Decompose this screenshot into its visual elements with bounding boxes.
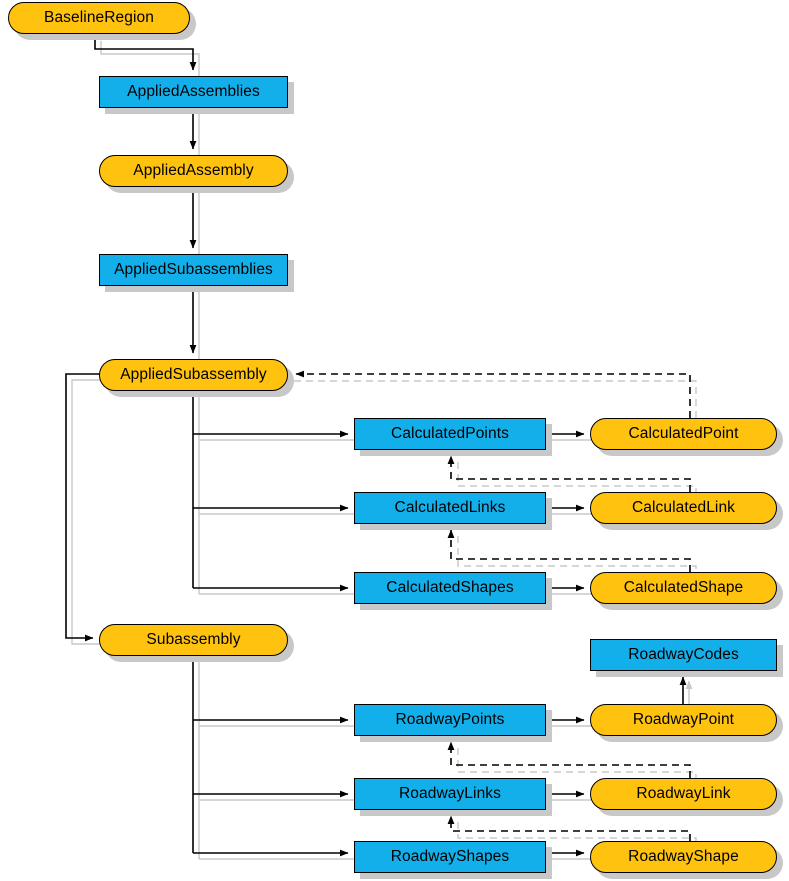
connector-solid [65, 36, 687, 857]
node-baselineRegion[interactable]: BaselineRegion [8, 2, 190, 34]
node-roadwayCodes[interactable]: RoadwayCodes [590, 639, 777, 671]
connector-dashed [295, 370, 691, 841]
node-subassembly[interactable]: Subassembly [99, 624, 288, 656]
edge-roadwayLink-roadwayPoints [447, 741, 691, 778]
node-calculatedShape[interactable]: CalculatedShape [590, 572, 777, 604]
edge-calculatedLink-calculatedPoints [447, 455, 691, 492]
node-calculatedShapes[interactable]: CalculatedShapes [354, 572, 546, 604]
node-appliedSubassembly[interactable]: AppliedSubassembly [99, 359, 288, 391]
node-roadwayLink[interactable]: RoadwayLink [590, 778, 777, 810]
node-roadwayPoint[interactable]: RoadwayPoint [590, 704, 777, 736]
edge-baselineRegion-appliedAssemblies [94, 36, 197, 71]
node-calculatedLink[interactable]: CalculatedLink [590, 492, 777, 524]
edge-appliedSubassembly-subassembly [65, 373, 100, 642]
connector-shadows [71, 41, 697, 860]
node-calculatedPoints[interactable]: CalculatedPoints [354, 418, 546, 450]
node-roadwayPoints[interactable]: RoadwayPoints [354, 704, 546, 736]
node-calculatedPoint[interactable]: CalculatedPoint [590, 418, 777, 450]
node-roadwayShape[interactable]: RoadwayShape [590, 841, 777, 873]
node-roadwayShapes[interactable]: RoadwayShapes [354, 841, 546, 873]
node-appliedAssembly[interactable]: AppliedAssembly [99, 155, 288, 187]
node-appliedAssemblies[interactable]: AppliedAssemblies [99, 76, 288, 108]
node-roadwayLinks[interactable]: RoadwayLinks [354, 778, 546, 810]
edge-calculatedPoint-appliedSubassembly [295, 370, 691, 418]
edge-calculatedShape-calculatedLinks [447, 529, 691, 572]
edge-roadwayShape-roadwayLinks [447, 815, 691, 841]
node-calculatedLinks[interactable]: CalculatedLinks [354, 492, 546, 524]
node-appliedSubassemblies[interactable]: AppliedSubassemblies [99, 254, 288, 286]
